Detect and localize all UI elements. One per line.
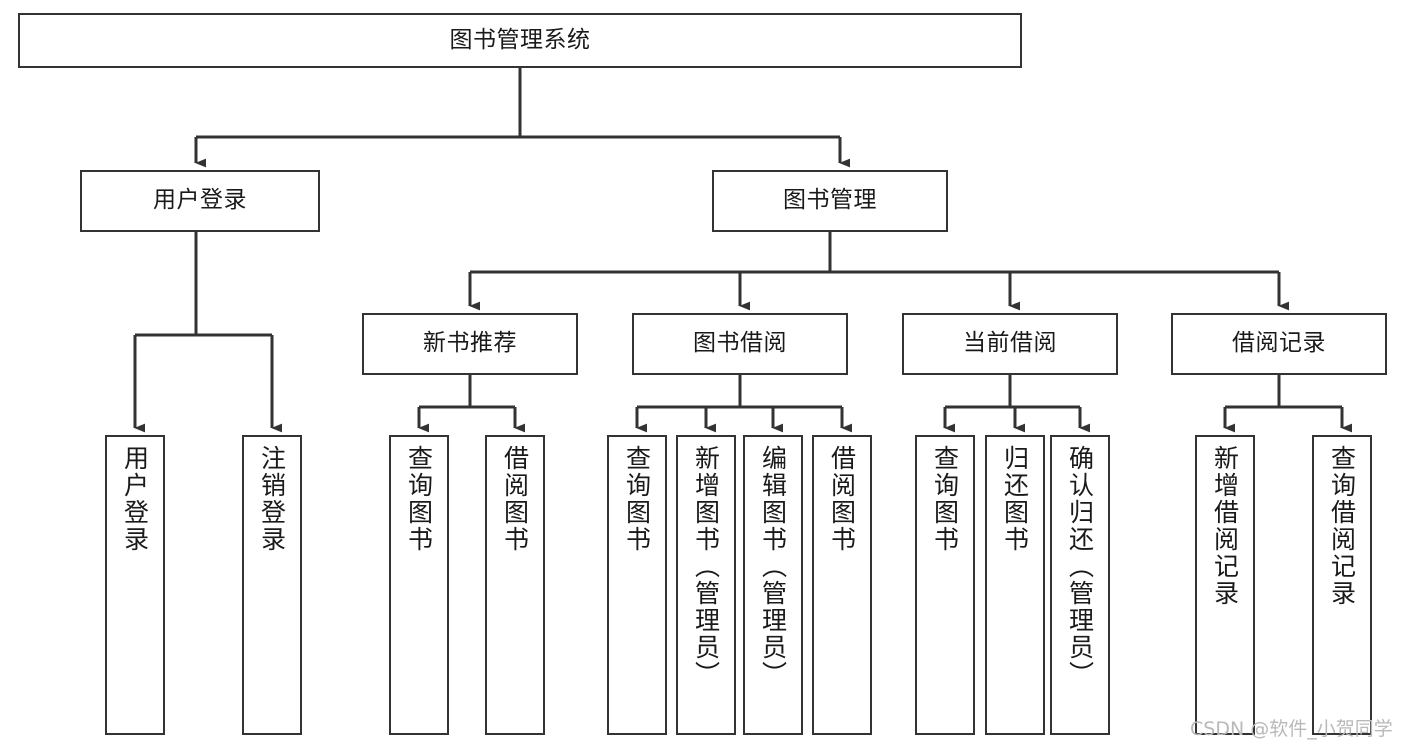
node-borrowing-record[interactable]: 借阅记录 bbox=[1171, 313, 1387, 375]
node-label: 查询图书 bbox=[622, 445, 652, 553]
node-book-management[interactable]: 图书管理 bbox=[712, 170, 948, 232]
node-label: 新增借阅记录 bbox=[1210, 445, 1240, 607]
leaf-user-login-login[interactable]: 用户登录 bbox=[105, 435, 165, 735]
node-label: 图书管理系统 bbox=[449, 26, 591, 53]
node-label: 编辑图书（管理员） bbox=[758, 445, 788, 688]
node-label: 当前借阅 bbox=[963, 330, 1057, 357]
node-label: 注销登录 bbox=[257, 445, 287, 553]
leaf-borrow-record-add-record[interactable]: 新增借阅记录 bbox=[1195, 435, 1255, 735]
node-user-login[interactable]: 用户登录 bbox=[80, 170, 320, 232]
node-label: 用户登录 bbox=[120, 445, 150, 553]
csdn-watermark: CSDN @软件_小贺同学 bbox=[1190, 718, 1393, 740]
node-label: 借阅记录 bbox=[1232, 330, 1326, 357]
leaf-book-borrow-add-book-admin[interactable]: 新增图书（管理员） bbox=[676, 435, 736, 735]
leaf-book-borrow-edit-book-admin[interactable]: 编辑图书（管理员） bbox=[743, 435, 803, 735]
node-new-book-recommendation[interactable]: 新书推荐 bbox=[362, 313, 578, 375]
node-label: 图书借阅 bbox=[693, 330, 787, 357]
leaf-book-borrow-borrow-books[interactable]: 借阅图书 bbox=[812, 435, 872, 735]
node-book-borrowing[interactable]: 图书借阅 bbox=[632, 313, 848, 375]
leaf-new-book-borrow-books[interactable]: 借阅图书 bbox=[485, 435, 545, 735]
node-label: 借阅图书 bbox=[827, 445, 857, 553]
leaf-current-borrow-query-books[interactable]: 查询图书 bbox=[915, 435, 975, 735]
node-label: 新增图书（管理员） bbox=[691, 445, 721, 688]
leaf-book-borrow-query-books[interactable]: 查询图书 bbox=[607, 435, 667, 735]
node-label: 新书推荐 bbox=[423, 330, 517, 357]
node-root-library-management-system[interactable]: 图书管理系统 bbox=[18, 13, 1022, 68]
node-label: 归还图书 bbox=[1000, 445, 1030, 553]
node-label: 查询图书 bbox=[930, 445, 960, 553]
node-label: 借阅图书 bbox=[500, 445, 530, 553]
leaf-current-borrow-return-books[interactable]: 归还图书 bbox=[985, 435, 1045, 735]
node-current-borrowing[interactable]: 当前借阅 bbox=[902, 313, 1118, 375]
leaf-new-book-query-books[interactable]: 查询图书 bbox=[389, 435, 449, 735]
node-label: 用户登录 bbox=[153, 187, 247, 214]
leaf-user-login-logout[interactable]: 注销登录 bbox=[242, 435, 302, 735]
node-label: 确认归还（管理员） bbox=[1065, 445, 1095, 688]
node-label: 图书管理 bbox=[783, 187, 877, 214]
node-label: 查询图书 bbox=[404, 445, 434, 553]
leaf-current-borrow-confirm-return-admin[interactable]: 确认归还（管理员） bbox=[1050, 435, 1110, 735]
leaf-borrow-record-query-record[interactable]: 查询借阅记录 bbox=[1312, 435, 1372, 735]
node-label: 查询借阅记录 bbox=[1327, 445, 1357, 607]
